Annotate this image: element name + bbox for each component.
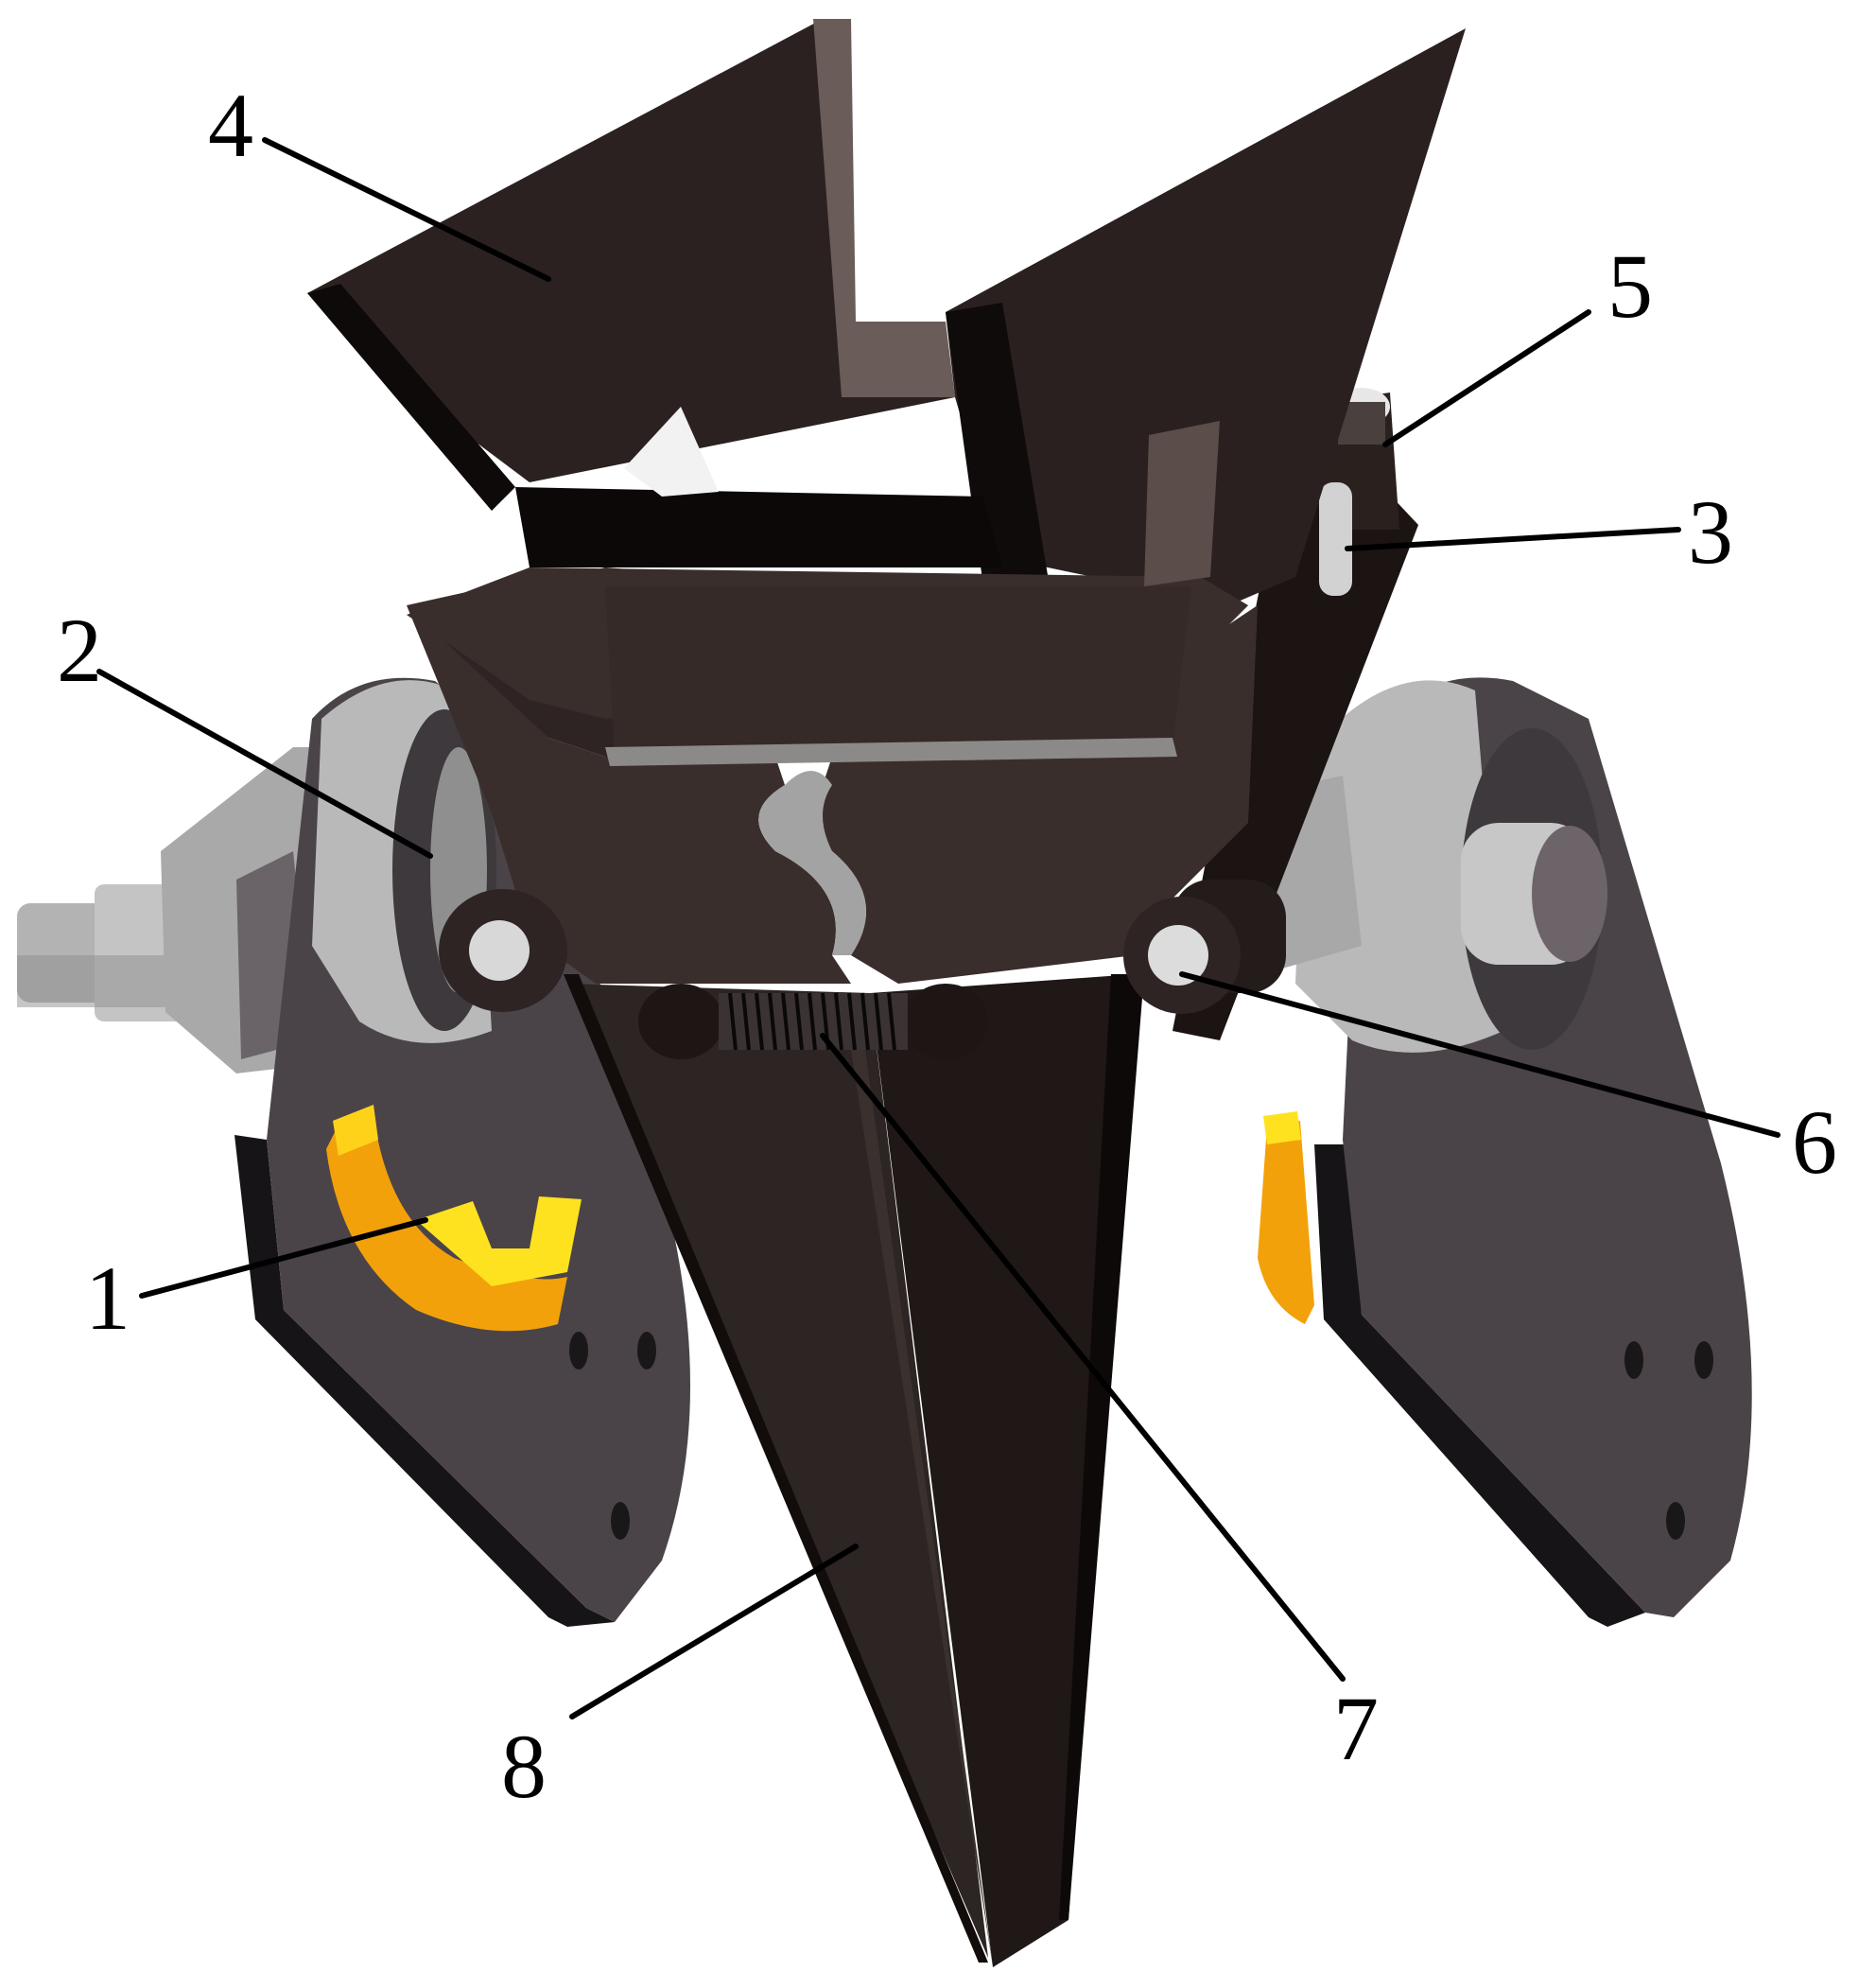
cam-left-hook xyxy=(416,1196,582,1286)
hopper-left-wall xyxy=(307,19,955,482)
rod-pin xyxy=(1319,482,1352,596)
left-hole-1 xyxy=(569,1332,588,1370)
callout-label-7: 7 xyxy=(1333,1678,1379,1779)
spring-coils xyxy=(728,992,896,1051)
right-side-plate xyxy=(1210,677,1752,1627)
upper-block-notch xyxy=(758,771,866,955)
cam-right xyxy=(1258,1111,1314,1324)
spring-end-left xyxy=(638,984,723,1059)
hopper-window-left xyxy=(624,407,719,497)
hopper-back-wall xyxy=(813,19,955,397)
duckbill-right-edge xyxy=(1059,974,1144,1920)
right-bearing-ring xyxy=(1295,680,1503,1053)
callout-labels: 4 5 3 2 6 1 7 8 xyxy=(57,75,1837,1817)
hopper-lower-lip xyxy=(605,586,1191,757)
duckbill-centre-ridge xyxy=(851,1050,993,1967)
right-hole-2 xyxy=(1694,1341,1713,1379)
right-shaft-end xyxy=(1532,826,1607,962)
hopper-right-inner xyxy=(946,303,1050,586)
callout-label-3: 3 xyxy=(1688,481,1733,583)
cam-right-body xyxy=(1258,1121,1314,1324)
left-hole-2 xyxy=(637,1332,656,1370)
callout-label-2: 2 xyxy=(57,600,102,701)
pivot-right-pin xyxy=(1148,925,1208,986)
left-hole-3 xyxy=(611,1502,630,1540)
callout-label-4: 4 xyxy=(208,75,253,176)
callout-label-1: 1 xyxy=(85,1248,130,1349)
duckbill-right-half xyxy=(870,974,1135,1967)
leader-6 xyxy=(1179,971,1780,1138)
leader-1 xyxy=(139,1217,428,1299)
hopper-lip-highlight xyxy=(605,738,1177,766)
pivot-left-pin xyxy=(469,920,530,981)
leader-lines xyxy=(96,137,1780,1719)
cam-right-top xyxy=(1263,1111,1301,1144)
cam-left-top xyxy=(333,1105,378,1156)
duckbill-opener xyxy=(564,974,1144,1967)
callout-label-6: 6 xyxy=(1792,1091,1837,1193)
left-side-plate xyxy=(17,677,690,1627)
hopper-front-ledge xyxy=(515,487,1002,567)
cam-left xyxy=(326,1105,582,1332)
leader-2 xyxy=(96,669,433,859)
leader-3 xyxy=(1345,527,1681,551)
callout-label-5: 5 xyxy=(1607,236,1653,337)
hopper xyxy=(307,19,1466,766)
callout-label-8: 8 xyxy=(501,1716,547,1817)
spring-end-right xyxy=(903,984,988,1059)
leader-4 xyxy=(262,137,551,282)
leader-8 xyxy=(569,1544,859,1719)
spring xyxy=(638,984,988,1059)
hopper-right-wall xyxy=(946,28,1466,605)
hopper-window-right xyxy=(1144,421,1220,586)
hopper-left-edge xyxy=(307,284,515,511)
leader-5 xyxy=(1382,309,1591,447)
right-hole-3 xyxy=(1666,1502,1685,1540)
right-plate-edge xyxy=(1314,1144,1645,1627)
leader-7 xyxy=(820,1033,1346,1682)
right-hole-1 xyxy=(1624,1341,1643,1379)
duckbill-left-rod xyxy=(564,974,988,1963)
